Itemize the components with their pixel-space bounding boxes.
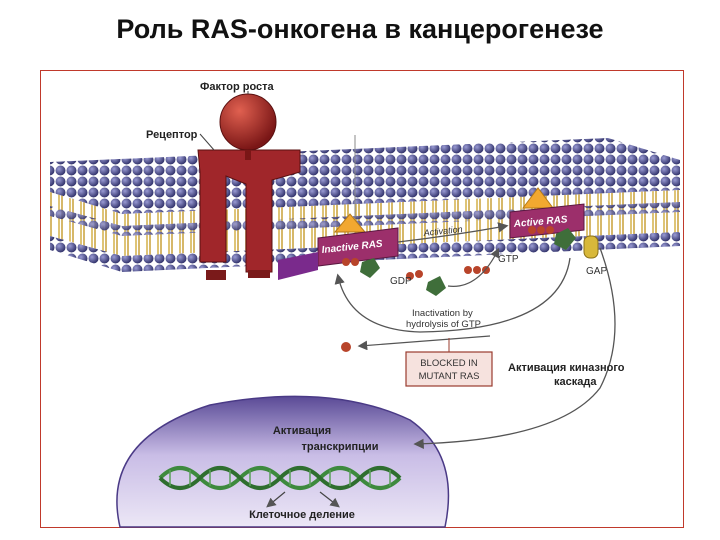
kinase-cascade-arrow <box>413 247 616 449</box>
effector-active <box>554 228 576 250</box>
inactivation-line2: hydrolysis of GTP <box>406 319 481 330</box>
receptor <box>197 149 301 280</box>
activation-arrow <box>397 222 509 243</box>
gdp-label: GDP <box>390 276 412 287</box>
blocked-line2: MUTANT RAS <box>419 371 480 382</box>
growth-factor-ball <box>219 93 277 151</box>
active-ras-arrow <box>522 187 554 209</box>
activation-label: Activation <box>422 224 463 238</box>
gap-label: GAP <box>586 266 607 277</box>
gtp-on-active <box>528 226 554 234</box>
nucleus <box>116 395 450 528</box>
division-arrow-right <box>319 491 340 508</box>
growth-factor-label: Фактор роста <box>200 81 275 93</box>
blocked-box: BLOCKED IN MUTANT RAS <box>405 351 493 387</box>
inactive-ras-arrow <box>333 213 367 233</box>
gtp-free <box>464 266 490 274</box>
gdp-free <box>406 270 446 296</box>
dna-helix <box>158 466 402 490</box>
receptor-label: Рецептор <box>146 129 198 141</box>
blocked-line1: BLOCKED IN <box>420 358 478 369</box>
released-phosphate <box>341 342 351 352</box>
inactive-ras-tail <box>278 252 318 280</box>
gtp-label: GTP <box>498 254 519 265</box>
phosphate-release-arrow <box>357 335 491 351</box>
gap-protein <box>583 235 599 259</box>
transcription-label-line2: транскрипции <box>302 441 379 453</box>
active-ras-label: Active RAS <box>512 214 568 230</box>
inactivation-cycle-arrow <box>334 257 571 333</box>
gtp-exchange-arrow <box>447 247 500 287</box>
receptor-leader <box>199 133 215 151</box>
transcription-label-line1: Активация <box>273 425 331 437</box>
kinase-label-line2: каскада <box>554 376 597 388</box>
inactivation-line1: Inactivation by <box>412 308 473 319</box>
kinase-label-line1: Активация киназного <box>508 362 625 374</box>
gdp-on-inactive <box>342 258 359 266</box>
effector-inactive <box>360 258 380 278</box>
inactive-ras-box: Inactive RAS <box>317 227 399 267</box>
page-title: Роль RAS-онкогена в канцерогенезе <box>116 14 604 44</box>
division-arrow-left <box>266 491 286 508</box>
cell-division-label: Клеточное деление <box>249 509 355 521</box>
